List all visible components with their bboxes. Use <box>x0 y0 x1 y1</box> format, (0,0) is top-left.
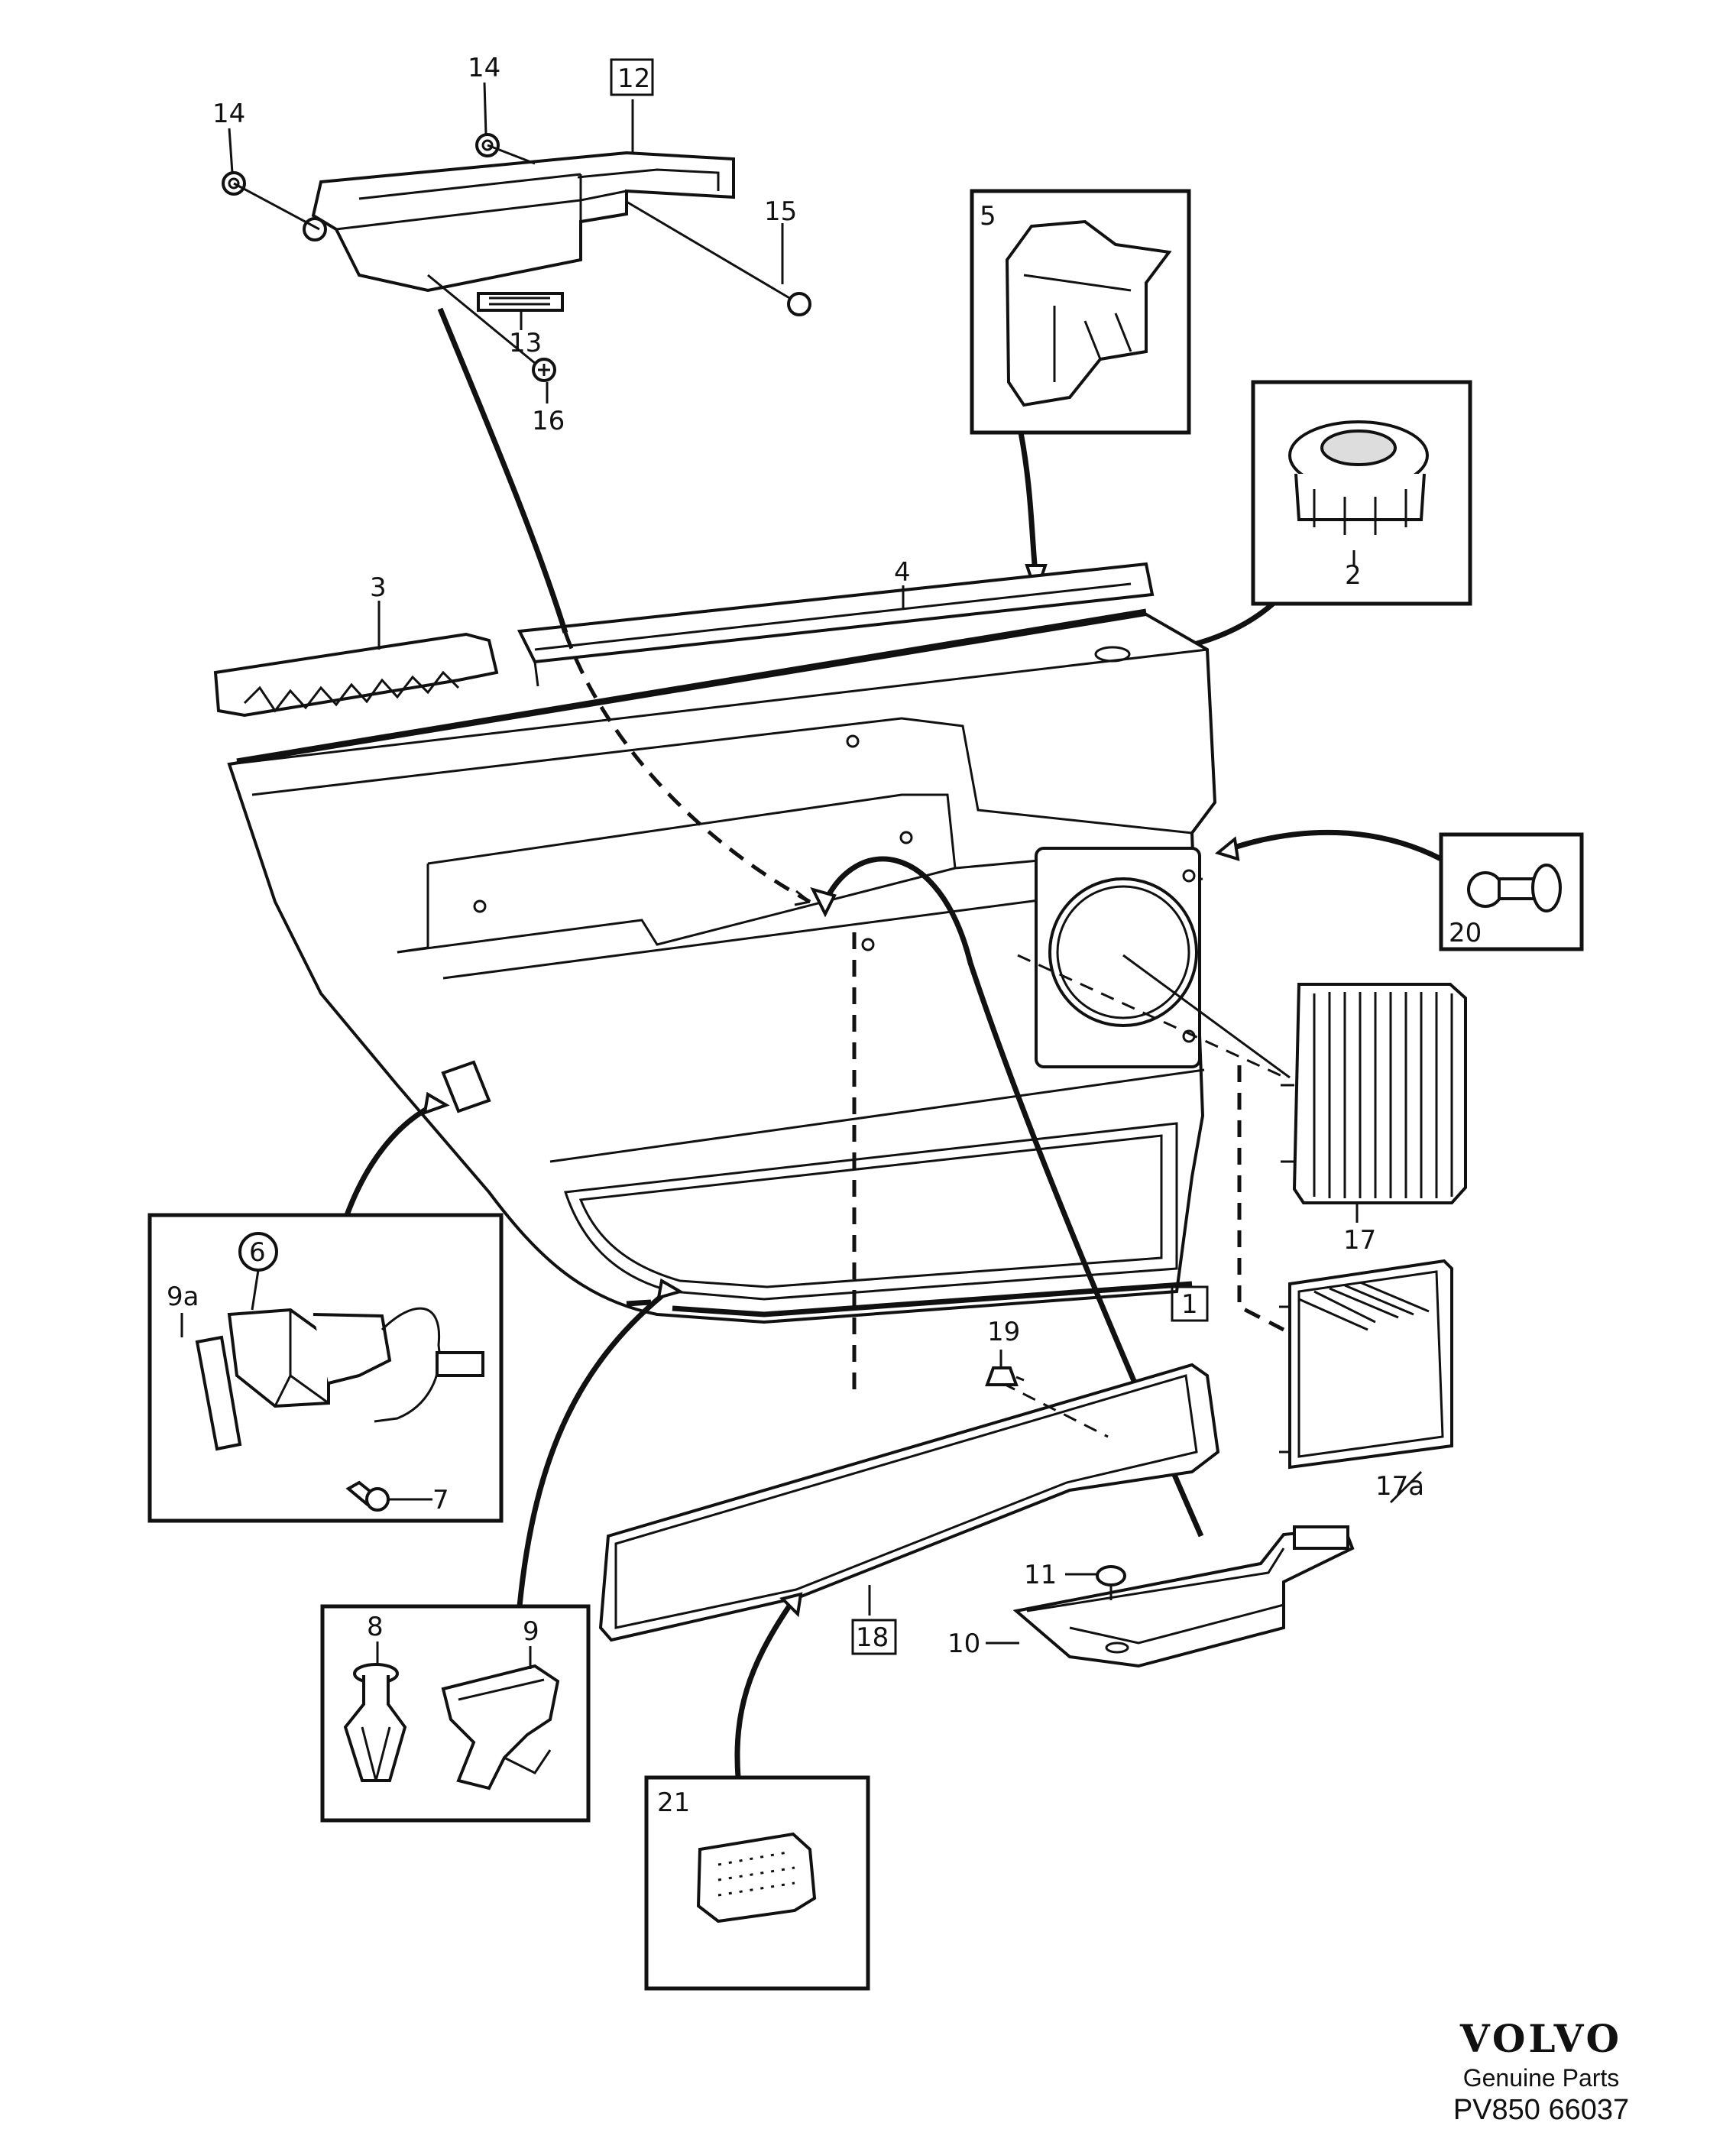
callout-15: 15 <box>764 196 797 227</box>
callout-1: 1 <box>1181 1289 1198 1320</box>
screw-16 <box>427 274 556 382</box>
detail-box-2 <box>1251 380 1472 606</box>
dash-leader-12 <box>563 632 811 904</box>
callout-9a: 9a <box>167 1282 199 1312</box>
detail-box-5 <box>970 189 1191 435</box>
strip-3-part <box>213 632 499 718</box>
tray-10-part <box>1012 1525 1355 1668</box>
screw-14-left <box>222 171 320 231</box>
leader-8-9 <box>517 1286 673 1607</box>
callout-3: 3 <box>370 572 387 603</box>
bezel-9a-part <box>195 1335 242 1451</box>
detail-box-6 <box>147 1213 504 1523</box>
leader-21 <box>734 1603 792 1778</box>
callout-11: 11 <box>1024 1560 1057 1590</box>
cover-17a-part <box>1279 1259 1453 1470</box>
callout-20: 20 <box>1449 918 1482 948</box>
callout-14-right: 14 <box>468 53 500 83</box>
diagram-code: PV850 66037 <box>1453 2094 1630 2126</box>
screw-19 <box>985 1366 1025 1386</box>
pad-21-part <box>696 1832 817 1924</box>
callout-4: 4 <box>894 557 911 588</box>
detail-box-8-9 <box>320 1604 591 1823</box>
callout-10: 10 <box>947 1629 980 1659</box>
screw-15 <box>626 200 811 316</box>
knob-11-part <box>1096 1565 1126 1600</box>
clip-8-part <box>343 1663 407 1782</box>
leader-5 <box>1018 432 1039 583</box>
callout-17a: 17a <box>1375 1471 1424 1502</box>
callout-5: 5 <box>980 201 996 232</box>
door-panel-part <box>227 608 1217 1324</box>
brand-block: VOLVO Genuine Parts PV850 66037 <box>1438 2016 1644 2127</box>
detail-box-21 <box>644 1775 870 1991</box>
leader-20 <box>1226 829 1443 862</box>
callout-13: 13 <box>509 328 542 358</box>
clip-20-part <box>1467 864 1562 912</box>
callout-18: 18 <box>856 1622 889 1653</box>
clip-9-part <box>441 1664 560 1791</box>
screw-14-right <box>475 133 536 165</box>
strip-4-part <box>517 562 1155 687</box>
callout-16: 16 <box>532 406 565 436</box>
detail-box-20 <box>1439 832 1584 951</box>
callout-17: 17 <box>1343 1225 1376 1256</box>
callout-8: 8 <box>367 1612 384 1642</box>
armrest-top-part <box>303 151 735 312</box>
callout-7: 7 <box>432 1485 449 1515</box>
lower-panel-18-part <box>598 1363 1220 1642</box>
screw-7 <box>345 1480 390 1512</box>
callout-12: 12 <box>617 63 650 94</box>
callout-2: 2 <box>1345 560 1362 591</box>
callout-9: 9 <box>523 1616 539 1647</box>
switch-6-part <box>227 1307 484 1423</box>
brand-subtitle: Genuine Parts <box>1462 2064 1620 2092</box>
clip-2-part <box>1288 420 1429 535</box>
callout-21: 21 <box>657 1787 690 1818</box>
volvo-logo: VOLVO <box>1459 2016 1623 2061</box>
grille-17-part <box>1281 983 1467 1204</box>
leader-6 <box>344 1102 436 1217</box>
callout-14-left: 14 <box>212 99 245 129</box>
callout-19: 19 <box>987 1317 1020 1347</box>
clip-5-part <box>1005 219 1172 407</box>
callout-6: 6 <box>249 1237 266 1268</box>
